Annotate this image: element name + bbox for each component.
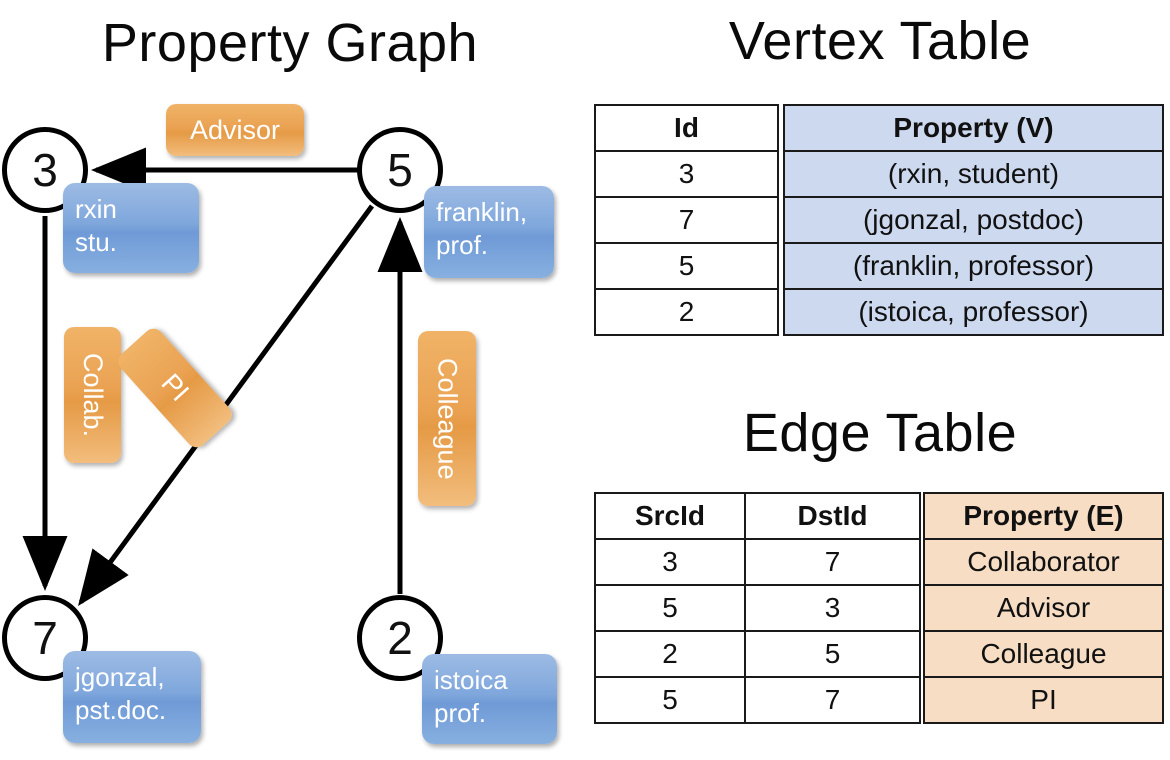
table-row[interactable]: 5 7 <box>594 676 921 724</box>
edge-cell-property: Collaborator <box>923 538 1164 586</box>
table-header-row: SrcId DstId <box>594 492 921 540</box>
graph-node-5-property-line1: franklin, <box>436 197 528 227</box>
edge-cell-srcid: 3 <box>594 538 746 586</box>
table-row[interactable]: (franklin, professor) <box>783 242 1164 290</box>
vertex-cell-id: 2 <box>594 288 779 336</box>
vertex-cell-id: 5 <box>594 242 779 290</box>
graph-node-3-id: 3 <box>32 144 58 196</box>
edge-cell-srcid: 5 <box>594 584 746 632</box>
table-row[interactable]: 3 7 <box>594 538 921 586</box>
graph-node-2-circle[interactable] <box>357 595 443 681</box>
graph-node-7-property-line2: pst.doc. <box>75 695 167 726</box>
vertex-table-property-column: Property (V) (rxin, student) (jgonzal, p… <box>783 104 1164 336</box>
graph-node-7-property-line1: jgonzal, <box>75 662 165 692</box>
table-row[interactable]: 2 <box>594 288 779 336</box>
edge-cell-property: PI <box>923 676 1164 724</box>
table-row[interactable]: Colleague <box>923 630 1164 678</box>
table-row[interactable]: 7 <box>594 196 779 244</box>
graph-node-3-property-box: rxin stu. <box>63 183 199 273</box>
graph-node-7-id: 7 <box>32 612 58 664</box>
table-row[interactable]: Collaborator <box>923 538 1164 586</box>
edge-cell-property: Advisor <box>923 584 1164 632</box>
edge-cell-srcid: 2 <box>594 630 746 678</box>
edge-header-dstid: DstId <box>744 492 921 540</box>
graph-node-2-property-box: istoica prof. <box>422 654 557 744</box>
graph-node-5-property-box: franklin, prof. <box>424 186 554 278</box>
table-row[interactable]: Advisor <box>923 584 1164 632</box>
table-row[interactable]: 3 <box>594 150 779 198</box>
vertex-cell-property: (jgonzal, postdoc) <box>783 196 1164 244</box>
graph-node-2-property-line2: prof. <box>434 698 487 729</box>
edge-table-property-column: Property (E) Collaborator Advisor Collea… <box>923 492 1164 724</box>
property-graph-diagram: 3 rxin stu. 5 franklin, prof. 7 jgonzal,… <box>2 104 557 744</box>
vertex-cell-property: (franklin, professor) <box>783 242 1164 290</box>
edge-header-srcid: SrcId <box>594 492 746 540</box>
table-header-row: Property (V) <box>783 104 1164 152</box>
table-row[interactable]: PI <box>923 676 1164 724</box>
vertex-cell-id: 7 <box>594 196 779 244</box>
graph-node-2-property-line1: istoica <box>434 665 508 695</box>
table-row[interactable]: (rxin, student) <box>783 150 1164 198</box>
table-row[interactable]: 5 <box>594 242 779 290</box>
vertex-cell-property: (rxin, student) <box>783 150 1164 198</box>
table-header-row: Property (E) <box>923 492 1164 540</box>
graph-node-3-property-line1: rxin <box>75 194 117 224</box>
graph-node-2-id: 2 <box>387 612 413 664</box>
vertex-table-id-column: Id 3 7 5 2 <box>594 104 779 336</box>
table-header-row: Id <box>594 104 779 152</box>
page-title-edge-table: Edge Table <box>742 403 1018 463</box>
edge-cell-dstid: 5 <box>744 630 921 678</box>
edge-cell-srcid: 5 <box>594 676 746 724</box>
table-row[interactable]: 5 3 <box>594 584 921 632</box>
vertex-cell-id: 3 <box>594 150 779 198</box>
edge-header-property: Property (E) <box>923 492 1164 540</box>
edge-label-colleague: Colleague <box>418 331 476 506</box>
edge-cell-property: Colleague <box>923 630 1164 678</box>
page-title-property-graph: Property Graph <box>101 13 479 73</box>
table-row[interactable]: 2 5 <box>594 630 921 678</box>
edge-cell-dstid: 7 <box>744 676 921 724</box>
edge-cell-dstid: 3 <box>744 584 921 632</box>
edge-table-src-dst-columns: SrcId DstId 3 7 5 3 2 5 5 7 <box>594 492 921 724</box>
vertex-header-id: Id <box>594 104 779 152</box>
vertex-cell-property: (istoica, professor) <box>783 288 1164 336</box>
graph-node-5-property-line2: prof. <box>436 230 489 261</box>
edge-cell-dstid: 7 <box>744 538 921 586</box>
vertex-header-property: Property (V) <box>783 104 1164 152</box>
graph-node-3-property-line2: stu. <box>75 227 117 258</box>
graph-node-5-circle[interactable] <box>357 127 443 213</box>
edge-label-advisor: Advisor <box>166 104 304 156</box>
edge-label-collaborator: Collab. <box>64 327 121 463</box>
table-row[interactable]: (jgonzal, postdoc) <box>783 196 1164 244</box>
graph-node-7-property-box: jgonzal, pst.doc. <box>63 651 201 743</box>
page-title-vertex-table: Vertex Table <box>728 11 1032 71</box>
table-row[interactable]: (istoica, professor) <box>783 288 1164 336</box>
graph-node-5-id: 5 <box>387 144 413 196</box>
